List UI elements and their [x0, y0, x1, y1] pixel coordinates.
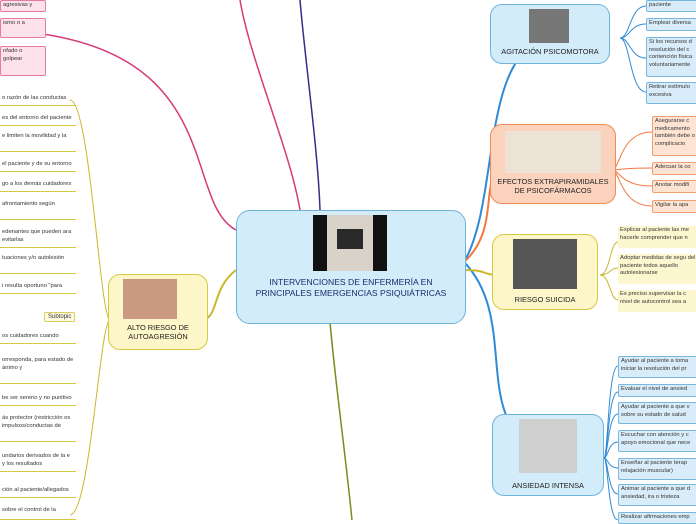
node-ansiedad[interactable]: ANSIEDAD INTENSA	[492, 414, 604, 496]
ansiedad-item[interactable]: Enseñar al paciente terap relajación mus…	[618, 458, 696, 480]
central-topic[interactable]: INTERVENCIONES DE ENFERMERÍA EN PRINCIPA…	[236, 210, 466, 324]
node-agitacion[interactable]: AGITACIÓN PSICOMOTORA	[490, 4, 610, 64]
efectos-item[interactable]: Asegurarse c medicamento también debe o …	[652, 116, 696, 156]
agitacion-item[interactable]: Si los recursos d resolución del c conte…	[646, 37, 696, 77]
autoagresion-item[interactable]: be ser sereno y no punitivo	[0, 394, 76, 406]
autoagresion-item[interactable]: go a los demás cuidadores	[0, 180, 76, 192]
ansiedad-title: ANSIEDAD INTENSA	[512, 481, 584, 490]
pink-item[interactable]: nfado o golpear	[0, 46, 46, 76]
agitacion-item[interactable]: paciente	[646, 0, 696, 12]
autoagresion-item[interactable]: e limiten la movilidad y la	[0, 132, 76, 152]
autoagresion-image	[123, 279, 177, 319]
ansiedad-item[interactable]: Animar al paciente a que d ansiedad, ira…	[618, 484, 696, 506]
image-frame	[337, 229, 363, 249]
autoagresion-item[interactable]: i resulta oportuno "para	[0, 282, 76, 294]
autoagresion-item[interactable]: os cuidadores cuando	[0, 332, 76, 344]
autoagresion-item[interactable]: sobre el control de la	[0, 506, 76, 520]
autoagresion-item[interactable]: es del entorno del paciente	[0, 114, 76, 126]
autoagresion-item[interactable]: o razón de las conductas	[0, 94, 76, 106]
suicida-item[interactable]: Adoptar medidas de segu del paciente tod…	[618, 254, 696, 284]
efectos-image	[505, 131, 601, 173]
ansiedad-item[interactable]: Evaluar el nivel de ansied	[618, 384, 696, 397]
agitacion-image	[529, 9, 569, 43]
ansiedad-item[interactable]: Ayudar al paciente a toma iniciar la res…	[618, 356, 696, 378]
efectos-item[interactable]: Vigilar la apa	[652, 200, 696, 213]
ansiedad-item[interactable]: Ayudar al paciente a que v sobre su esta…	[618, 402, 696, 424]
node-autoagresion[interactable]: ALTO RIESGO DE AUTOAGRESIÓN	[108, 274, 208, 350]
autoagresion-item[interactable]: afrontamiento según	[0, 200, 76, 220]
autoagresion-item[interactable]: tuaciones y/o autolesión	[0, 254, 76, 274]
autoagresion-item[interactable]: el paciente y de su entorno	[0, 160, 76, 172]
central-title: INTERVENCIONES DE ENFERMERÍA EN PRINCIPA…	[255, 277, 447, 298]
autoagresion-item[interactable]: edenantes que pueden ara evitarlas	[0, 228, 76, 248]
agitacion-item[interactable]: Retirar estímulo excesiva	[646, 82, 696, 104]
autoagresion-item[interactable]: ás protector (restricción os impulsos/co…	[0, 414, 76, 442]
suicida-item[interactable]: Es preciso supervisar la c nivel de auto…	[618, 290, 696, 312]
suicida-title: RIESGO SUICIDA	[514, 295, 576, 304]
efectos-title: EFECTOS EXTRAPIRAMIDALES DE PSICOFÁRMACO…	[497, 177, 609, 195]
subtopic-node[interactable]: Subtopic	[44, 312, 76, 322]
autoagresion-item[interactable]: ción al paciente/allegados	[0, 486, 76, 498]
autoagresion-item[interactable]: undarios derivados de la e y los resulta…	[0, 452, 76, 472]
ansiedad-image	[519, 419, 577, 473]
ansiedad-item[interactable]: Realizar afirmaciones emp	[618, 512, 696, 524]
suicida-image	[513, 239, 577, 289]
agitacion-item[interactable]: Emplear diversa	[646, 18, 696, 31]
node-suicida[interactable]: RIESGO SUICIDA	[492, 234, 598, 310]
autoagresion-item[interactable]: orresponda, para estado de ánimo y	[0, 356, 76, 384]
pink-item[interactable]: ismo o a	[0, 18, 46, 38]
central-image	[313, 215, 387, 271]
suicida-item[interactable]: Explicar al paciente las me hacerle comp…	[618, 226, 696, 248]
pink-item[interactable]: agresivas y	[0, 0, 46, 12]
efectos-item[interactable]: Adecuar la co	[652, 162, 696, 175]
agitacion-title: AGITACIÓN PSICOMOTORA	[501, 47, 599, 56]
ansiedad-item[interactable]: Escuchar con atención y c apoyo emociona…	[618, 430, 696, 452]
autoagresion-title: ALTO RIESGO DE AUTOAGRESIÓN	[127, 323, 189, 341]
node-efectos[interactable]: EFECTOS EXTRAPIRAMIDALES DE PSICOFÁRMACO…	[490, 124, 616, 204]
efectos-item[interactable]: Anotar modifi	[652, 180, 696, 193]
